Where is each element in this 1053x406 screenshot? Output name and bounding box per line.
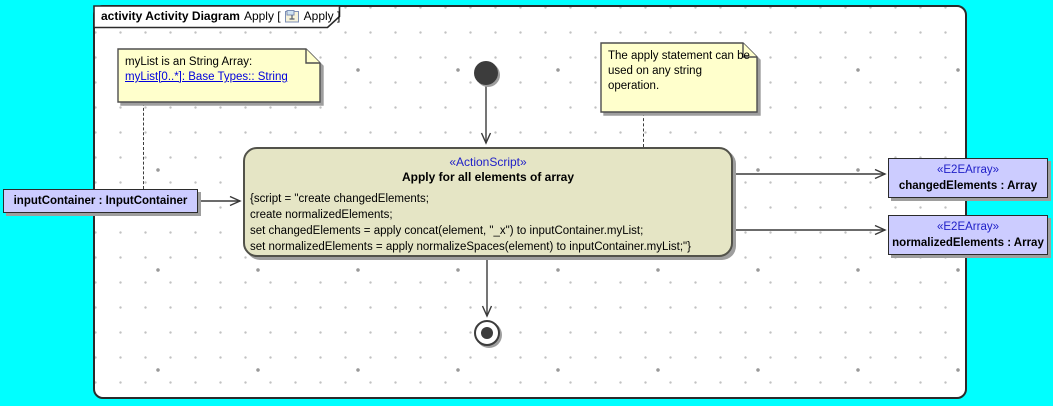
action-stereotype: «ActionScript» <box>449 155 527 169</box>
note-apply-line: operation. <box>608 80 660 92</box>
action-title: Apply for all elements of array <box>401 170 575 184</box>
frame-title-tab: activity Activity Diagram Apply [ Apply … <box>93 5 341 29</box>
final-node[interactable] <box>474 320 500 346</box>
note-apply-line: The apply statement can be <box>608 50 750 62</box>
object-stereotype: «E2EArray» <box>936 220 999 233</box>
note-mylist-text: myList is an String Array: <box>125 56 253 68</box>
note-shape <box>117 48 321 103</box>
action-apply-for-all-elements[interactable]: «ActionScript» Apply for all elements of… <box>243 147 733 257</box>
object-normalized-elements[interactable]: «E2EArray» normalizedElements : Array <box>888 215 1048 255</box>
object-label: changedElements : Array <box>898 179 1038 192</box>
script-line: {script = "create changedElements; <box>250 193 429 205</box>
frame-kind-and-name: activity Activity Diagram <box>101 9 240 23</box>
frame-context-open: Apply [ <box>243 9 281 23</box>
note-apply-line: used on any string <box>608 65 702 77</box>
note-anchor-left <box>143 103 144 189</box>
mylist-type-link[interactable]: myList[0..*]: Base Types:: String <box>125 71 288 83</box>
script-line: set normalizedElements = apply normalize… <box>250 241 691 253</box>
activity-diagram-icon <box>284 9 299 22</box>
note-apply-statement[interactable]: The apply statement can be used on any s… <box>600 42 758 113</box>
action-script: {script = "create changedElements; creat… <box>245 191 731 255</box>
object-input-container[interactable]: inputContainer : InputContainer <box>3 189 198 213</box>
final-node-dot <box>481 327 493 339</box>
object-label: inputContainer : InputContainer <box>13 195 188 207</box>
object-changed-elements[interactable]: «E2EArray» changedElements : Array <box>888 158 1048 198</box>
frame-title-shape <box>93 5 341 29</box>
note-shape <box>600 42 758 113</box>
object-stereotype: «E2EArray» <box>936 163 999 176</box>
object-label: normalizedElements : Array <box>892 236 1044 249</box>
frame-context-close: Apply ] <box>303 9 341 23</box>
script-line: set changedElements = apply concat(eleme… <box>250 225 644 237</box>
note-mylist[interactable]: myList is an String Array: myList[0..*]:… <box>117 48 321 103</box>
initial-node[interactable] <box>474 61 498 85</box>
note-anchor-right <box>643 113 644 147</box>
script-line: create normalizedElements; <box>250 209 393 221</box>
